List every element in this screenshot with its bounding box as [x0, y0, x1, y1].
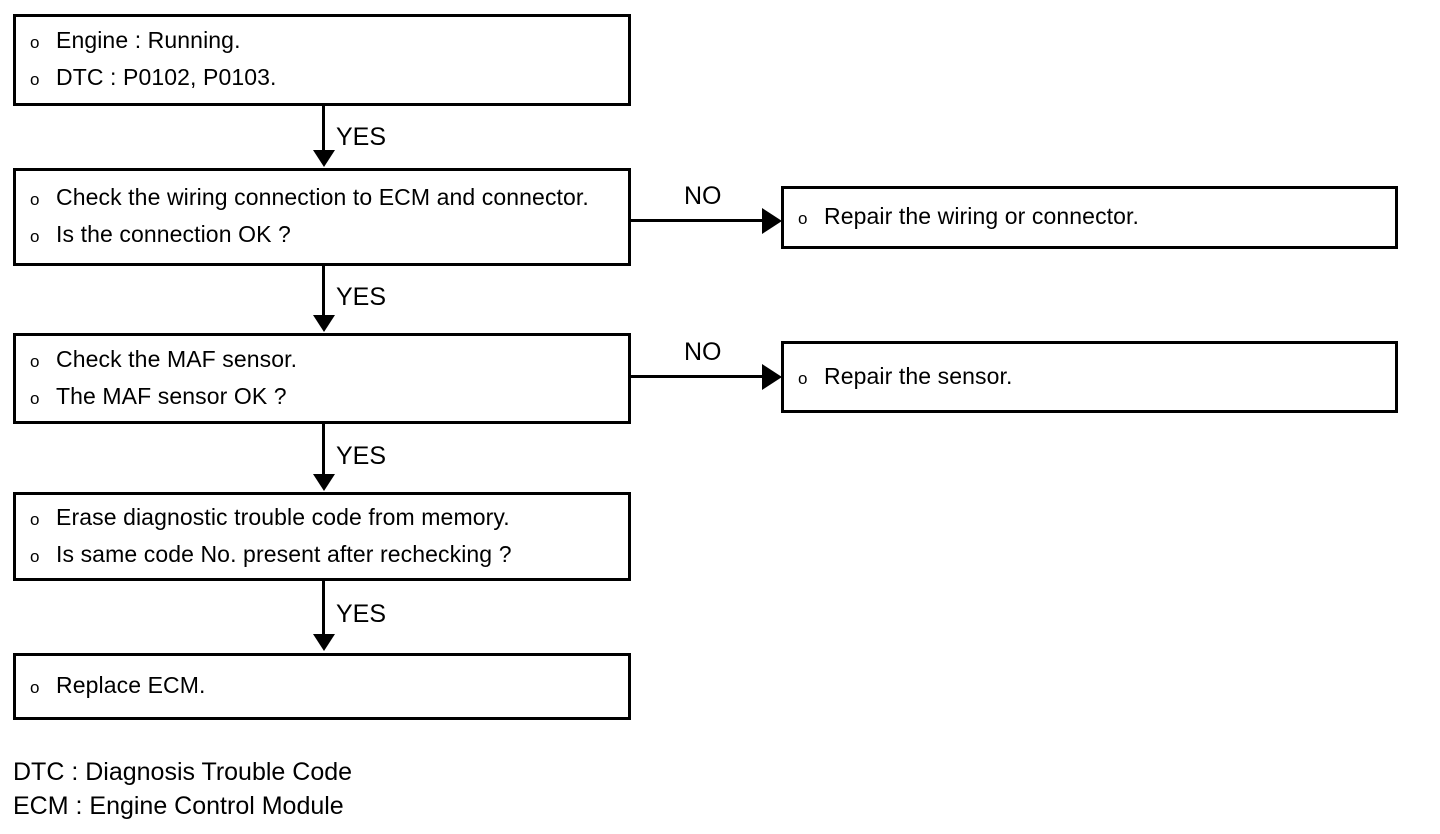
- node-line-text: Check the MAF sensor.: [56, 345, 298, 372]
- flow-node-replace-ecm: o Replace ECM.: [13, 653, 631, 720]
- bullet-icon: o: [30, 509, 40, 529]
- bullet-icon: o: [798, 368, 808, 388]
- node-line: o Replace ECM.: [30, 668, 628, 705]
- node-line: o Repair the wiring or connector.: [798, 199, 1395, 236]
- bullet-icon: o: [30, 33, 40, 52]
- edge-yes-1-line: [322, 106, 325, 152]
- flow-node-condition: o Engine : Running. o DTC : P0102, P0103…: [13, 14, 631, 106]
- node-line: o Erase diagnostic trouble code from mem…: [30, 500, 628, 537]
- bullet-icon: o: [30, 351, 40, 371]
- flow-node-check-maf: o Check the MAF sensor. o The MAF sensor…: [13, 333, 631, 424]
- edge-yes-4-arrowhead-icon: [313, 634, 335, 651]
- bullet-icon: o: [30, 70, 40, 89]
- edge-label-yes-4: YES: [336, 600, 387, 628]
- edge-label-yes-2: YES: [336, 283, 387, 311]
- bullet-icon: o: [30, 388, 40, 408]
- node-line-text: Repair the sensor.: [824, 362, 1013, 389]
- edge-no-1-arrowhead-icon: [762, 208, 782, 234]
- flow-node-repair-sensor: o Repair the sensor.: [781, 341, 1398, 413]
- node-line-text: DTC : P0102, P0103.: [56, 64, 277, 90]
- node-line-text: Is the connection OK ?: [56, 221, 291, 247]
- bullet-icon: o: [30, 546, 40, 566]
- edge-yes-1-arrowhead-icon: [313, 150, 335, 167]
- edge-label-yes-3: YES: [336, 442, 387, 470]
- edge-no-1-line: [631, 219, 768, 222]
- flow-node-repair-wiring: o Repair the wiring or connector.: [781, 186, 1398, 249]
- node-line-text: Replace ECM.: [56, 672, 206, 698]
- edge-yes-3-line: [322, 424, 325, 476]
- flow-node-check-wiring: o Check the wiring connection to ECM and…: [13, 168, 631, 266]
- node-line-text: Engine : Running.: [56, 27, 241, 53]
- node-line-text: Erase diagnostic trouble code from memor…: [56, 503, 510, 530]
- node-line: o Check the MAF sensor.: [30, 342, 628, 379]
- edge-label-no-2: NO: [684, 338, 722, 366]
- node-line-text: The MAF sensor OK ?: [56, 382, 287, 409]
- bullet-icon: o: [30, 190, 40, 209]
- edge-yes-4-line: [322, 581, 325, 636]
- edge-label-yes-1: YES: [336, 123, 387, 151]
- bullet-icon: o: [798, 209, 808, 228]
- node-line: o Repair the sensor.: [798, 359, 1395, 396]
- legend-ecm: ECM : Engine Control Module: [13, 792, 344, 820]
- edge-yes-2-arrowhead-icon: [313, 315, 335, 332]
- flow-node-erase-dtc: o Erase diagnostic trouble code from mem…: [13, 492, 631, 581]
- node-line: o Is the connection OK ?: [30, 217, 628, 254]
- node-line: o Is same code No. present after recheck…: [30, 537, 628, 574]
- node-line: o Engine : Running.: [30, 23, 628, 60]
- node-line: o DTC : P0102, P0103.: [30, 60, 628, 97]
- edge-yes-2-line: [322, 266, 325, 317]
- edge-yes-3-arrowhead-icon: [313, 474, 335, 491]
- node-line-text: Check the wiring connection to ECM and c…: [56, 184, 589, 210]
- node-line-text: Is same code No. present after recheckin…: [56, 540, 512, 567]
- bullet-icon: o: [30, 227, 40, 246]
- edge-no-2-line: [631, 375, 768, 378]
- node-line: o The MAF sensor OK ?: [30, 379, 628, 416]
- edge-label-no-1: NO: [684, 182, 722, 210]
- bullet-icon: o: [30, 678, 40, 697]
- legend-dtc: DTC : Diagnosis Trouble Code: [13, 758, 353, 786]
- edge-no-2-arrowhead-icon: [762, 364, 782, 390]
- node-line: o Check the wiring connection to ECM and…: [30, 180, 628, 217]
- node-line-text: Repair the wiring or connector.: [824, 203, 1140, 229]
